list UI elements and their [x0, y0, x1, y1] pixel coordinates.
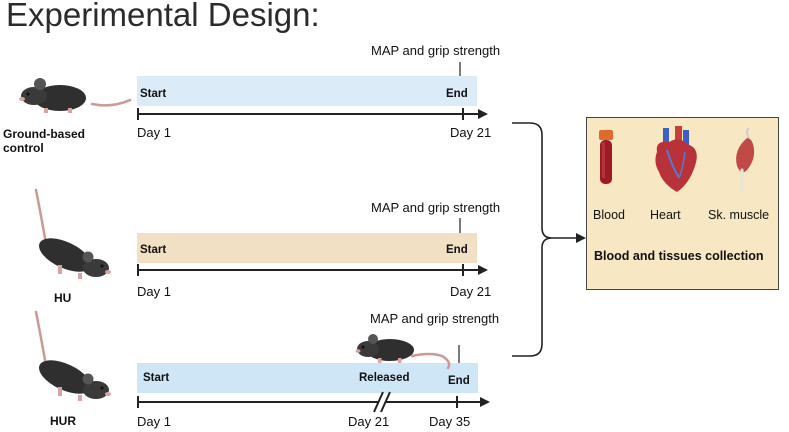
hur-group-label: HUR	[50, 414, 76, 428]
tissue-label-muscle: Sk. muscle	[708, 208, 770, 222]
hur-end-label: End	[448, 375, 470, 387]
page-title: Experimental Design:	[6, 0, 320, 33]
hur-start-label: Start	[143, 372, 170, 384]
hu-mouse-icon	[34, 188, 111, 279]
blood-tube-icon	[599, 130, 613, 184]
control-day-start: Day 1	[137, 125, 171, 140]
tissue-icons	[599, 126, 755, 192]
hur-day-mid: Day 21	[348, 414, 390, 429]
hur-axis-break-right	[380, 391, 391, 413]
collection-panel: Blood Heart Sk. muscle Blood and tissues…	[586, 117, 779, 290]
tissue-label-heart: Heart	[650, 208, 681, 222]
released-mouse-icon	[355, 334, 451, 370]
hur-released-label: Released	[359, 372, 410, 384]
control-map-label: MAP and grip strength	[371, 43, 501, 58]
heart-icon	[655, 126, 697, 192]
hu-day-end: Day 21	[450, 284, 492, 299]
hur-mouse-icon	[34, 310, 111, 401]
skeletal-muscle-icon	[736, 127, 755, 192]
collection-caption: Blood and tissues collection	[594, 249, 764, 263]
hur-day-start: Day 1	[137, 414, 171, 429]
hu-timeline-band	[137, 233, 477, 263]
hu-map-label: MAP and grip strength	[371, 200, 501, 215]
hu-end-label: End	[446, 244, 468, 256]
hur-axis-break-left	[373, 391, 384, 413]
hur-day-end: Day 35	[429, 414, 471, 429]
bracket-connector	[512, 122, 553, 357]
control-day-end: Day 21	[450, 125, 492, 140]
hur-timeline-band	[137, 363, 478, 393]
hu-group-label: HU	[54, 291, 72, 305]
control-timeline-band	[137, 76, 477, 106]
tissue-label-blood: Blood	[593, 208, 625, 222]
hu-day-start: Day 1	[137, 284, 171, 299]
control-end-label: End	[446, 88, 468, 100]
control-mouse-icon	[19, 78, 132, 113]
control-start-label: Start	[140, 88, 167, 100]
hur-map-label: MAP and grip strength	[370, 311, 500, 326]
control-group-label: Ground-based control	[3, 127, 86, 155]
hu-start-label: Start	[140, 244, 167, 256]
